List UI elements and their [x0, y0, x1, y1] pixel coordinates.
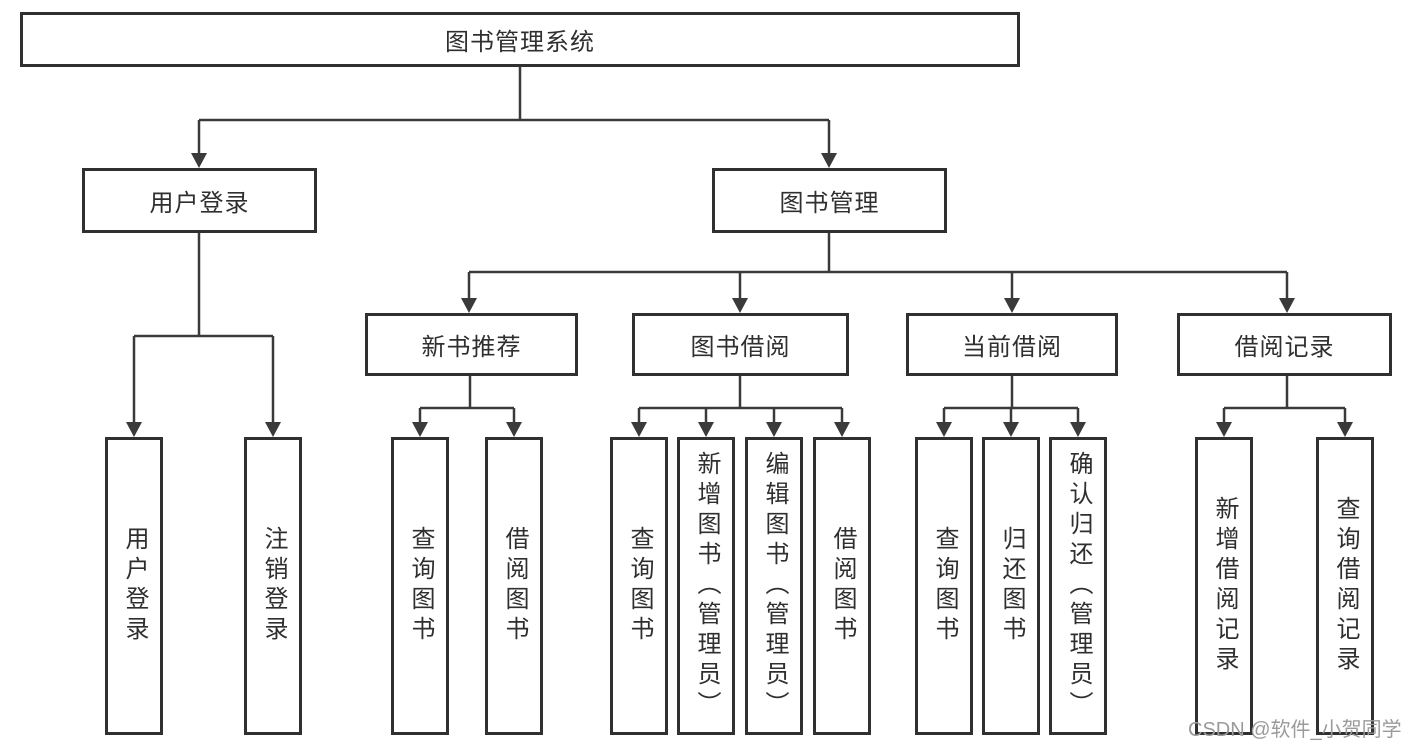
node-book-management-label: 图书管理: [779, 190, 880, 217]
leaf-recommend-borrow-books-label: 借阅图书: [501, 526, 528, 646]
node-borrowing-records-label: 借阅记录: [1234, 334, 1335, 361]
leaf-return-books-label: 归还图书: [998, 526, 1025, 646]
leaf-confirm-return-admin-label: 确认归还（管理员）: [1065, 451, 1092, 721]
node-book-borrowing: 图书借阅: [632, 313, 849, 376]
node-library-system: 图书管理系统: [20, 12, 1020, 67]
leaf-borrow-books-label: 借阅图书: [829, 526, 856, 646]
leaf-logout: 注销登录: [244, 437, 302, 735]
node-library-system-label: 图书管理系统: [445, 29, 595, 56]
leaf-query-borrow-record-label: 查询借阅记录: [1332, 496, 1359, 676]
node-new-book-recommend-label: 新书推荐: [421, 334, 522, 361]
leaf-current-query-books: 查询图书: [915, 437, 973, 735]
leaf-confirm-return-admin: 确认归还（管理员）: [1049, 437, 1107, 735]
leaf-current-query-books-label: 查询图书: [931, 526, 958, 646]
node-new-book-recommend: 新书推荐: [365, 313, 578, 376]
leaf-user-login: 用户登录: [105, 437, 163, 735]
watermark: CSDN @软件_小贺同学: [1188, 719, 1402, 741]
leaf-user-login-label: 用户登录: [121, 526, 148, 646]
leaf-edit-books-admin: 编辑图书（管理员）: [745, 437, 803, 735]
leaf-add-borrow-record: 新增借阅记录: [1195, 437, 1253, 735]
leaf-borrow-books: 借阅图书: [813, 437, 871, 735]
node-book-borrowing-label: 图书借阅: [690, 334, 791, 361]
leaf-recommend-query-books-label: 查询图书: [407, 526, 434, 646]
leaf-add-books-admin-label: 新增图书（管理员）: [693, 451, 720, 721]
node-borrowing-records: 借阅记录: [1177, 313, 1392, 376]
leaf-borrowing-query-books: 查询图书: [610, 437, 668, 735]
node-book-management: 图书管理: [712, 168, 947, 233]
leaf-borrowing-query-books-label: 查询图书: [626, 526, 653, 646]
leaf-add-borrow-record-label: 新增借阅记录: [1211, 496, 1238, 676]
leaf-edit-books-admin-label: 编辑图书（管理员）: [761, 451, 788, 721]
node-current-borrowing: 当前借阅: [906, 313, 1118, 376]
leaf-add-books-admin: 新增图书（管理员）: [677, 437, 735, 735]
leaf-recommend-query-books: 查询图书: [391, 437, 449, 735]
node-user-login-label: 用户登录: [149, 190, 250, 217]
leaf-recommend-borrow-books: 借阅图书: [485, 437, 543, 735]
leaf-logout-label: 注销登录: [260, 526, 287, 646]
node-user-login: 用户登录: [82, 168, 317, 233]
leaf-return-books: 归还图书: [982, 437, 1040, 735]
leaf-query-borrow-record: 查询借阅记录: [1316, 437, 1374, 735]
node-current-borrowing-label: 当前借阅: [962, 334, 1062, 361]
